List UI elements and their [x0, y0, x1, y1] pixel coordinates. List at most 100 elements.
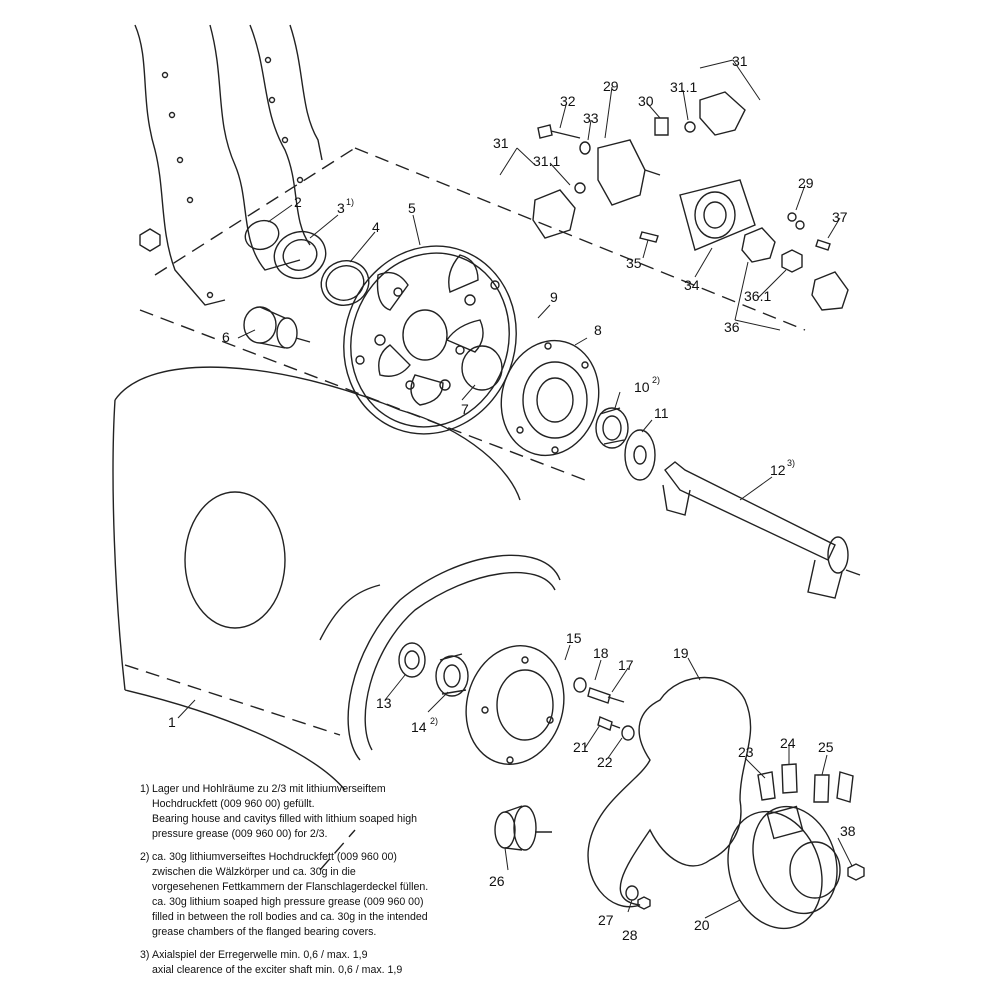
flange-housing: [500, 339, 600, 457]
callout-21[interactable]: 21: [573, 739, 589, 755]
callout-12-superscript: 3): [787, 458, 795, 468]
callout-20[interactable]: 20: [694, 917, 710, 933]
valve-block-31-left: [532, 189, 576, 239]
callout-15[interactable]: 15: [566, 630, 582, 646]
drum-outline: [124, 147, 806, 871]
footnote-line: Bearing house and cavitys filled with li…: [152, 813, 417, 825]
callout-9[interactable]: 9: [550, 289, 558, 305]
drum-body: [112, 366, 521, 791]
footnote-line: ca. 30g lithium soaped high pressure gre…: [152, 896, 424, 908]
callout-22[interactable]: 22: [597, 754, 613, 770]
disc-plate: [343, 245, 517, 435]
valve-block-31-top: [699, 91, 746, 136]
callout-2[interactable]: 2: [294, 194, 302, 210]
callout-36-1[interactable]: 36.1: [744, 288, 771, 304]
callout-17[interactable]: 17: [618, 657, 634, 673]
rubber-buffer-lower: [494, 805, 552, 851]
fitting-25a: [813, 774, 830, 803]
callout-5[interactable]: 5: [408, 200, 416, 216]
callout-29-seals[interactable]: 29: [798, 175, 814, 191]
washer-22: [621, 725, 635, 741]
footnote-text: Axialspiel der Erregerwelle min. 0,6 / m…: [152, 948, 480, 978]
footnote-1: 1) Lager und Hohlräume zu 2/3 mit lithiu…: [140, 782, 480, 842]
seal-29-small-a: [787, 212, 797, 222]
callout-8[interactable]: 8: [594, 322, 602, 338]
footnote-line: ca. 30g lithiumverseiftes Hochdruckfett …: [152, 851, 397, 863]
footnote-text: Lager und Hohlräume zu 2/3 mit lithiumve…: [152, 782, 480, 842]
callout-13[interactable]: 13: [376, 695, 392, 711]
fitting-24: [781, 763, 798, 794]
washer-27: [625, 885, 639, 901]
seal-ring: [273, 230, 327, 280]
exciter-shaft: [662, 461, 861, 599]
callout-1[interactable]: 1: [168, 714, 176, 730]
leader-lines: [177, 59, 853, 919]
callout-23[interactable]: 23: [738, 744, 754, 760]
fitting-23: [757, 771, 776, 801]
footnote-line: axial clearence of the exciter shaft min…: [152, 964, 403, 976]
washer-11: [624, 429, 656, 481]
footnote-line: Lager und Hohlräume zu 2/3 mit lithiumve…: [152, 783, 386, 795]
fitting-25b: [836, 771, 854, 803]
spider-36-1: [781, 249, 803, 273]
callout-7[interactable]: 7: [461, 401, 469, 417]
bearing-14: [435, 653, 469, 697]
callout-14[interactable]: 14: [411, 719, 427, 735]
callout-32[interactable]: 32: [560, 93, 576, 109]
screw-37: [815, 239, 831, 251]
ring-4: [320, 260, 370, 306]
callout-11[interactable]: 11: [654, 405, 669, 421]
callout-36[interactable]: 36: [724, 319, 740, 335]
seal-13: [398, 642, 426, 678]
callout-3[interactable]: 3: [337, 200, 345, 216]
seal-31-1b: [574, 182, 586, 194]
footnote-line: pressure grease (009 960 00) for 2/3.: [152, 828, 328, 840]
callout-30[interactable]: 30: [638, 93, 654, 109]
callout-12[interactable]: 12: [770, 462, 786, 478]
callout-35[interactable]: 35: [626, 255, 642, 271]
callout-10[interactable]: 10: [634, 379, 650, 395]
callout-37[interactable]: 37: [832, 209, 848, 225]
nut-28: [637, 896, 651, 910]
footnote-line: Axialspiel der Erregerwelle min. 0,6 / m…: [152, 949, 368, 961]
bearing-10: [595, 407, 629, 449]
rubber-buffer-upper: [243, 306, 311, 349]
callout-28[interactable]: 28: [622, 927, 638, 943]
footnote-marker: 1): [140, 783, 150, 795]
callout-27[interactable]: 27: [598, 912, 614, 928]
callout-24[interactable]: 24: [780, 735, 796, 751]
callout-38[interactable]: 38: [840, 823, 856, 839]
bolt-21: [597, 716, 621, 731]
footnote-line: filled in between the roll bodies and ca…: [152, 911, 428, 923]
adapter-plate: [587, 676, 752, 908]
fitting-30: [654, 117, 669, 136]
callout-31-top[interactable]: 31: [732, 53, 748, 69]
callout-10-superscript: 2): [652, 375, 660, 385]
bolt-35: [639, 231, 659, 243]
footnote-2: 2) ca. 30g lithiumverseiftes Hochdruckfe…: [140, 850, 480, 940]
circlip-7: [461, 345, 503, 391]
callout-26[interactable]: 26: [489, 873, 505, 889]
callout-34[interactable]: 34: [684, 277, 700, 293]
callout-6[interactable]: 6: [222, 329, 230, 345]
callout-29-pump[interactable]: 29: [603, 78, 619, 94]
seal-29-small-b: [795, 220, 805, 230]
footnote-marker: 2): [140, 851, 150, 863]
footnote-text: ca. 30g lithiumverseiftes Hochdruckfett …: [152, 850, 480, 940]
callout-31-1-left[interactable]: 31.1: [533, 153, 560, 169]
footnote-line: Hochdruckfett (009 960 00) gefüllt.: [152, 798, 315, 810]
frame-plate: [134, 24, 323, 306]
callout-25[interactable]: 25: [818, 739, 834, 755]
callout-31-left[interactable]: 31: [493, 135, 509, 151]
callout-33[interactable]: 33: [583, 110, 599, 126]
washer-18: [573, 677, 587, 693]
callout-19[interactable]: 19: [673, 645, 689, 661]
callout-4[interactable]: 4: [372, 219, 380, 235]
footnote-line: grease chambers of the flanged bearing c…: [152, 926, 377, 938]
footnote-3: 3) Axialspiel der Erregerwelle min. 0,6 …: [140, 948, 480, 978]
seal-31-1a: [684, 121, 696, 133]
lower-disc: [347, 554, 561, 761]
callout-18[interactable]: 18: [593, 645, 609, 661]
callout-31-1-top[interactable]: 31.1: [670, 79, 697, 95]
